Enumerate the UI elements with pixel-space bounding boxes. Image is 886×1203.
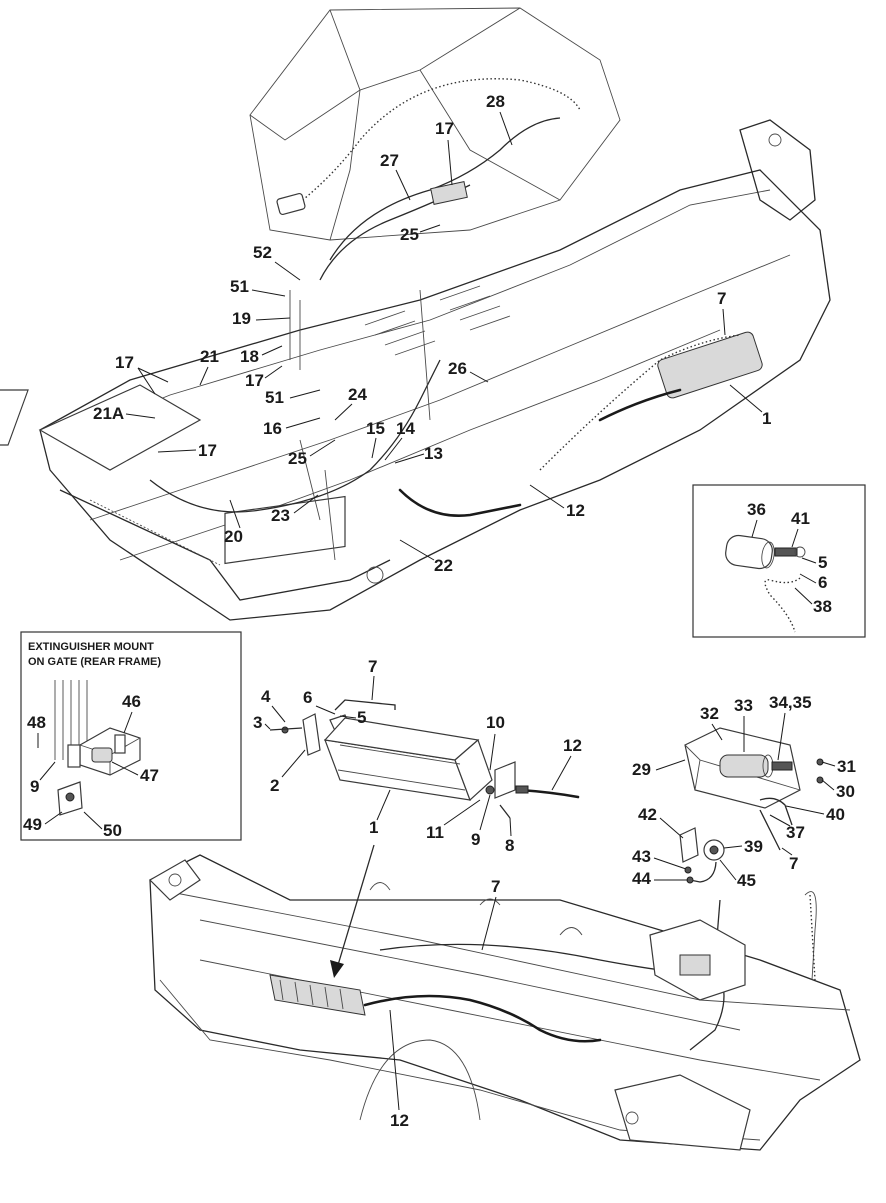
callout-17b: 17	[245, 371, 264, 390]
callout-26: 26	[448, 359, 467, 378]
callout-7-mid: 7	[368, 657, 377, 676]
callout-7-valve: 7	[789, 854, 798, 873]
callout-21A: 21A	[93, 404, 124, 423]
callout-9-ext: 9	[30, 777, 39, 796]
callout-12-upper: 12	[566, 501, 585, 520]
valve-housing-icon	[684, 727, 801, 809]
callout-34-35: 34,35	[769, 693, 812, 712]
callout-43: 43	[632, 847, 651, 866]
callout-32: 32	[700, 704, 719, 723]
inset-title-line2: ON GATE (REAR FRAME)	[28, 656, 161, 668]
callout-42: 42	[638, 805, 657, 824]
fire-extinguisher-cylinder-icon	[725, 534, 775, 570]
callout-17d: 17	[198, 441, 217, 460]
callout-25b: 25	[288, 449, 307, 468]
callout-31: 31	[837, 757, 856, 776]
valve-exploded-view: 32 33 34,35 29 31 30 40 37 42 39 43 44 4…	[632, 693, 856, 958]
callout-37: 37	[786, 823, 805, 842]
callout-36: 36	[747, 500, 766, 519]
callout-47: 47	[140, 766, 159, 785]
callout-11: 11	[426, 823, 444, 842]
callout-29: 29	[632, 760, 651, 779]
frame-slots	[364, 285, 511, 356]
callout-7-upper: 7	[717, 289, 726, 308]
callout-22: 22	[434, 556, 453, 575]
callout-16: 16	[263, 419, 282, 438]
actuator-icon	[679, 827, 725, 863]
callout-18: 18	[240, 347, 259, 366]
callout-13: 13	[424, 444, 443, 463]
callout-5-inset: 5	[818, 553, 827, 572]
callout-25: 25	[400, 225, 419, 244]
callout-4: 4	[261, 687, 271, 706]
callout-41: 41	[791, 509, 810, 528]
callout-21: 21	[200, 347, 219, 366]
callout-24: 24	[348, 385, 367, 404]
callout-10: 10	[486, 713, 505, 732]
lower-callouts: 7 12	[330, 844, 500, 1130]
callout-28: 28	[486, 92, 505, 111]
callout-49: 49	[23, 815, 42, 834]
callout-40: 40	[826, 805, 845, 824]
extinguisher-body-icon	[79, 727, 141, 776]
callout-17: 17	[435, 119, 454, 138]
callout-39: 39	[744, 837, 763, 856]
callout-51b: 51	[265, 388, 284, 407]
callout-12-mid: 12	[563, 736, 582, 755]
callout-33: 33	[734, 696, 753, 715]
callout-19: 19	[232, 309, 251, 328]
upper-frame-drawing	[0, 7, 831, 621]
callout-20: 20	[224, 527, 243, 546]
cylinder-exploded-view: 7 6 4 5 3 2 10 12 11 9 8 1	[253, 657, 582, 855]
callout-52: 52	[253, 243, 272, 262]
callout-50: 50	[103, 821, 122, 840]
callout-38: 38	[813, 597, 832, 616]
callout-2: 2	[270, 776, 279, 795]
callout-12-lower: 12	[390, 1111, 409, 1130]
callout-46: 46	[122, 692, 141, 711]
callout-7-lower: 7	[491, 877, 500, 896]
callout-48: 48	[27, 713, 46, 732]
callout-44: 44	[632, 869, 651, 888]
callout-6-inset: 6	[818, 573, 827, 592]
callout-5-mid: 5	[357, 708, 366, 727]
callout-45: 45	[737, 871, 756, 890]
callout-51: 51	[230, 277, 249, 296]
callout-9-mid: 9	[471, 830, 480, 849]
callout-1-upper: 1	[762, 409, 771, 428]
callout-8: 8	[505, 836, 514, 855]
callout-6-mid: 6	[303, 688, 312, 707]
callout-30: 30	[836, 782, 855, 801]
nozzle-detail-inset: 36 41 5 6 38	[692, 484, 866, 638]
callout-15: 15	[366, 419, 385, 438]
callout-27: 27	[380, 151, 399, 170]
callout-17c: 17	[115, 353, 134, 372]
callout-14: 14	[396, 419, 415, 438]
lower-frame-drawing	[149, 854, 861, 1151]
upper-callouts: 28 17 27 25 52 51 19 18 17 17 21 21A 17 …	[93, 92, 771, 575]
callout-3: 3	[253, 713, 262, 732]
callout-23: 23	[271, 506, 290, 525]
callout-1-mid: 1	[369, 818, 378, 837]
nozzle-icon	[774, 546, 806, 558]
inset-title-line1: EXTINGUISHER MOUNT	[28, 641, 154, 653]
extinguisher-mount-inset: EXTINGUISHER MOUNT ON GATE (REAR FRAME) …	[20, 631, 242, 841]
